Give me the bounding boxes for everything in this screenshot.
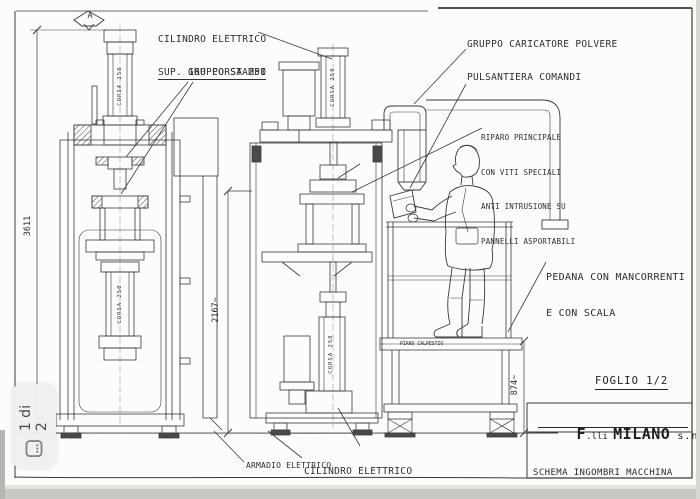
scan-edge-right (696, 0, 700, 499)
company-name: F.lli MILANO s.n.c. (538, 405, 700, 443)
dimension-lines (18, 25, 559, 438)
label-riparo-principale: RIPARO PRINCIPALE CON VITI SPECIALI ANTI… (481, 133, 576, 246)
scan-edge-bottom (0, 489, 700, 499)
front-view-drawing (55, 26, 191, 439)
drawing-frame (14, 7, 693, 479)
side-view-drawing (249, 44, 393, 436)
dim-platform-height: 874~ (510, 374, 520, 396)
label-pedana: PEDANA CON MANCORRENTI E CON SCALA (546, 272, 686, 319)
label-cilindro-elettrico-inf: CILINDRO ELETTRICO INF. 160 CORSA 250 (304, 466, 413, 477)
cylinder-corsa-label: CORSA 250 (117, 66, 123, 106)
operator-figure (389, 144, 495, 338)
platform-drawing (379, 221, 523, 438)
scan-edge-left-corner (0, 430, 5, 499)
label-gruppo-caricatore-polvere: GRUPPO CARICATORE POLVERE (467, 39, 618, 50)
view-a-letter: A (87, 11, 93, 21)
dim-overall-height: 3611 (23, 215, 33, 237)
label-cilindro-elettrico-sup: CILINDRO ELETTRICO SUP. 160 CORSA 250 (158, 34, 267, 80)
foglio-sheet-number: FOGLIO 1/2 (595, 375, 669, 390)
label-gruppo-stampi: GRUPPO STAMPI (188, 67, 267, 78)
cylinder-corsa-label: CORSA 250 (328, 334, 334, 374)
page-indicator-badge[interactable]: 1 di 2 (12, 384, 56, 468)
cylinder-corsa-label: CORSA 250 (330, 67, 336, 107)
cylinder-corsa-label: CORSA 250 (117, 284, 123, 324)
pages-icon (25, 440, 43, 458)
view-a-marker (30, 10, 108, 31)
drawing-description: SCHEMA INGOMBRI MACCHINA PRESSA ELETTRIC… (533, 468, 673, 478)
leader-lines (120, 31, 547, 463)
page-indicator-text: 1 di 2 (18, 405, 50, 432)
electrical-cabinet-drawing (173, 117, 223, 431)
label-pulsantiera-comandi: PULSANTIERA COMANDI (467, 72, 582, 83)
scan-edge-shadow (0, 485, 700, 489)
label-piano-calpestio: PIANO CALPESTIO (400, 341, 444, 347)
dim-mid-height: 2167~ (211, 297, 221, 323)
label-armadio-elettrico: ARMADIO ELETTRICO (246, 461, 332, 470)
